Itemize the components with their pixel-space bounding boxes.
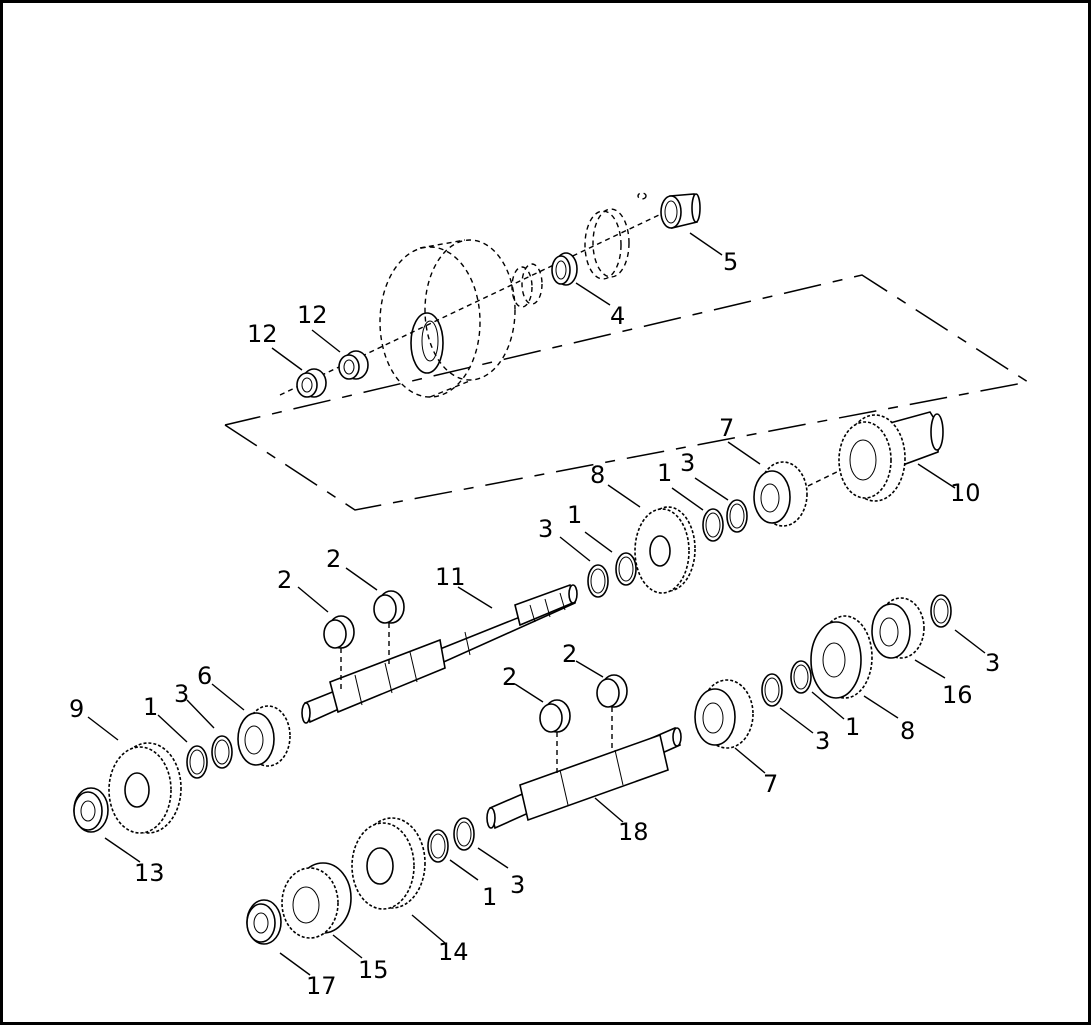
thrust-washer-1-upper-left [615,552,637,586]
leader-lines [87,232,986,976]
callout-8a: 8 [590,461,605,489]
upper-assembly [279,192,701,398]
retaining-ring-3-upper-left [587,564,609,598]
callout-4: 4 [610,302,625,330]
gear-16 [871,597,925,659]
callout-18: 18 [618,818,649,846]
callout-11: 11 [435,563,466,591]
gear-6 [237,705,291,767]
callout-12a: 12 [247,320,278,348]
gear-9 [108,742,182,834]
callout-3a: 3 [680,449,695,477]
callout-5: 5 [723,248,738,276]
callout-10: 10 [950,479,981,507]
callout-3b: 3 [538,515,553,543]
callout-7b: 7 [763,770,778,798]
callout-3d: 3 [815,727,830,755]
phantom-plate [584,192,647,280]
callout-9: 9 [69,695,84,723]
callout-2d: 2 [562,640,577,668]
bottom-group [246,817,475,945]
retaining-ring-3-upper-right [726,499,748,533]
main-shaft-row [301,411,944,724]
callout-17: 17 [306,972,337,1000]
ring-4 [551,252,578,286]
needle-bearing-2b [373,590,405,668]
gear-8-upper [634,506,696,594]
callout-labels: 12 12 4 5 7 3 1 8 10 3 1 2 2 11 9 1 3 6 … [69,248,1000,1000]
callout-8b: 8 [900,717,915,745]
retaining-ring-3-left [211,735,233,769]
callout-13: 13 [134,859,165,887]
thrust-washer-1-left [186,745,208,779]
callout-16: 16 [942,681,973,709]
thrust-washer-1-lower-mid [790,660,812,694]
bushing-5 [660,193,701,230]
needle-bearing-2d [596,674,628,752]
gear-15 [281,862,352,939]
callout-2b: 2 [326,545,341,573]
callout-1c: 1 [143,693,158,721]
needle-bearing-12b [338,350,369,380]
seal-17 [246,899,282,945]
thrust-washer-1-upper-right [702,508,724,542]
phantom-boundary-line [224,274,1030,511]
main-drive-gear-10 [838,411,944,502]
needle-bearing-2a [323,615,355,690]
gear-7-lower [694,679,754,749]
callout-3e: 3 [985,649,1000,677]
callout-12b: 12 [297,301,328,329]
callout-2c: 2 [502,663,517,691]
needle-bearing-12a [296,368,327,398]
seal-13 [73,787,109,833]
gear-7-upper [753,461,808,527]
callout-6: 6 [197,662,212,690]
thrust-washer-1-bottom [427,829,449,863]
callout-1b: 1 [567,501,582,529]
retaining-ring-3-lower-mid [761,673,783,707]
counter-shaft-row [486,594,952,830]
retaining-ring-3-bottom [453,817,475,851]
gear-14 [351,817,426,910]
needle-bearing-2c [539,699,571,775]
callout-1e: 1 [482,883,497,911]
callout-3f: 3 [510,871,525,899]
callout-2a: 2 [277,566,292,594]
phantom-small-gear [511,263,543,308]
main-shaft-11 [301,583,578,724]
lower-left-group [73,705,291,834]
gear-8-lower [810,615,873,699]
callout-3c: 3 [174,680,189,708]
callout-15: 15 [358,956,389,984]
callout-7a: 7 [719,414,734,442]
callout-1d: 1 [845,713,860,741]
countershaft-18 [486,726,682,830]
retaining-ring-3-right [930,594,952,628]
phantom-gear [379,239,516,398]
callout-14: 14 [438,938,469,966]
callout-1a: 1 [657,459,672,487]
